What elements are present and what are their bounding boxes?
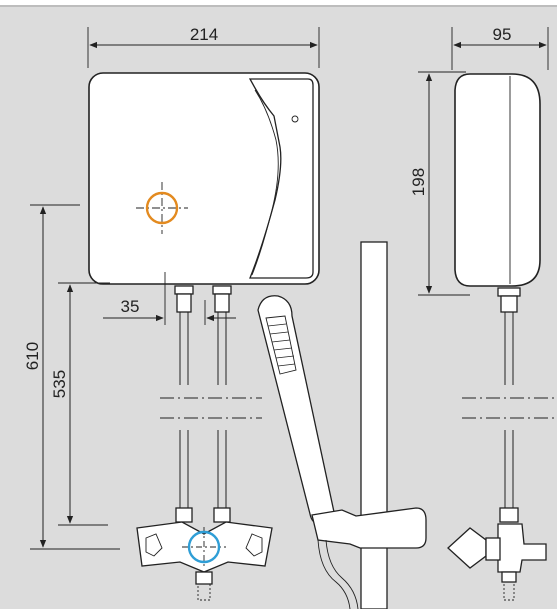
- shower-head-grille: [265, 315, 297, 375]
- front-cover-edge: [251, 89, 279, 276]
- fitting-lower-right: [213, 507, 231, 523]
- side-mixer-valve: [447, 523, 547, 601]
- heater-body-side: [454, 73, 541, 287]
- heater-body-front: [88, 72, 320, 285]
- fitting-left: [176, 293, 192, 313]
- front-view: 214: [23, 25, 320, 601]
- shower-head-holes: [267, 323, 296, 367]
- mixer-valve: [136, 521, 273, 601]
- crosshair-circle-icon: [136, 182, 188, 234]
- side-fitting-nut: [497, 287, 521, 297]
- fitting-nut-left: [174, 285, 194, 295]
- side-view: 95 198: [409, 25, 557, 601]
- fitting-nut-right: [212, 285, 232, 295]
- fitting-lower-left: [175, 507, 193, 523]
- dimension-label-unit-height: 198: [409, 168, 428, 196]
- dimension-label-width: 214: [190, 25, 218, 44]
- inlet-pipes: [160, 285, 262, 523]
- crosshair-circle-icon: [182, 527, 226, 568]
- shower-hose-inner: [325, 539, 359, 609]
- dimension-label-depth: 95: [493, 25, 512, 44]
- side-fitting-lower: [499, 507, 519, 523]
- indicator-light: [291, 115, 299, 123]
- side-fitting: [500, 295, 518, 313]
- front-cover-panel: [248, 78, 314, 279]
- shower-holder-bracket: [311, 507, 427, 549]
- shower-hose: [317, 539, 351, 609]
- dimension-label-spacing: 35: [121, 297, 140, 316]
- dimension-label-connection-height: 535: [50, 370, 69, 398]
- fitting-right: [214, 293, 230, 313]
- shower-rail: [360, 241, 388, 609]
- shower-assembly: [257, 241, 427, 609]
- dimension-label-total-height: 610: [23, 342, 42, 370]
